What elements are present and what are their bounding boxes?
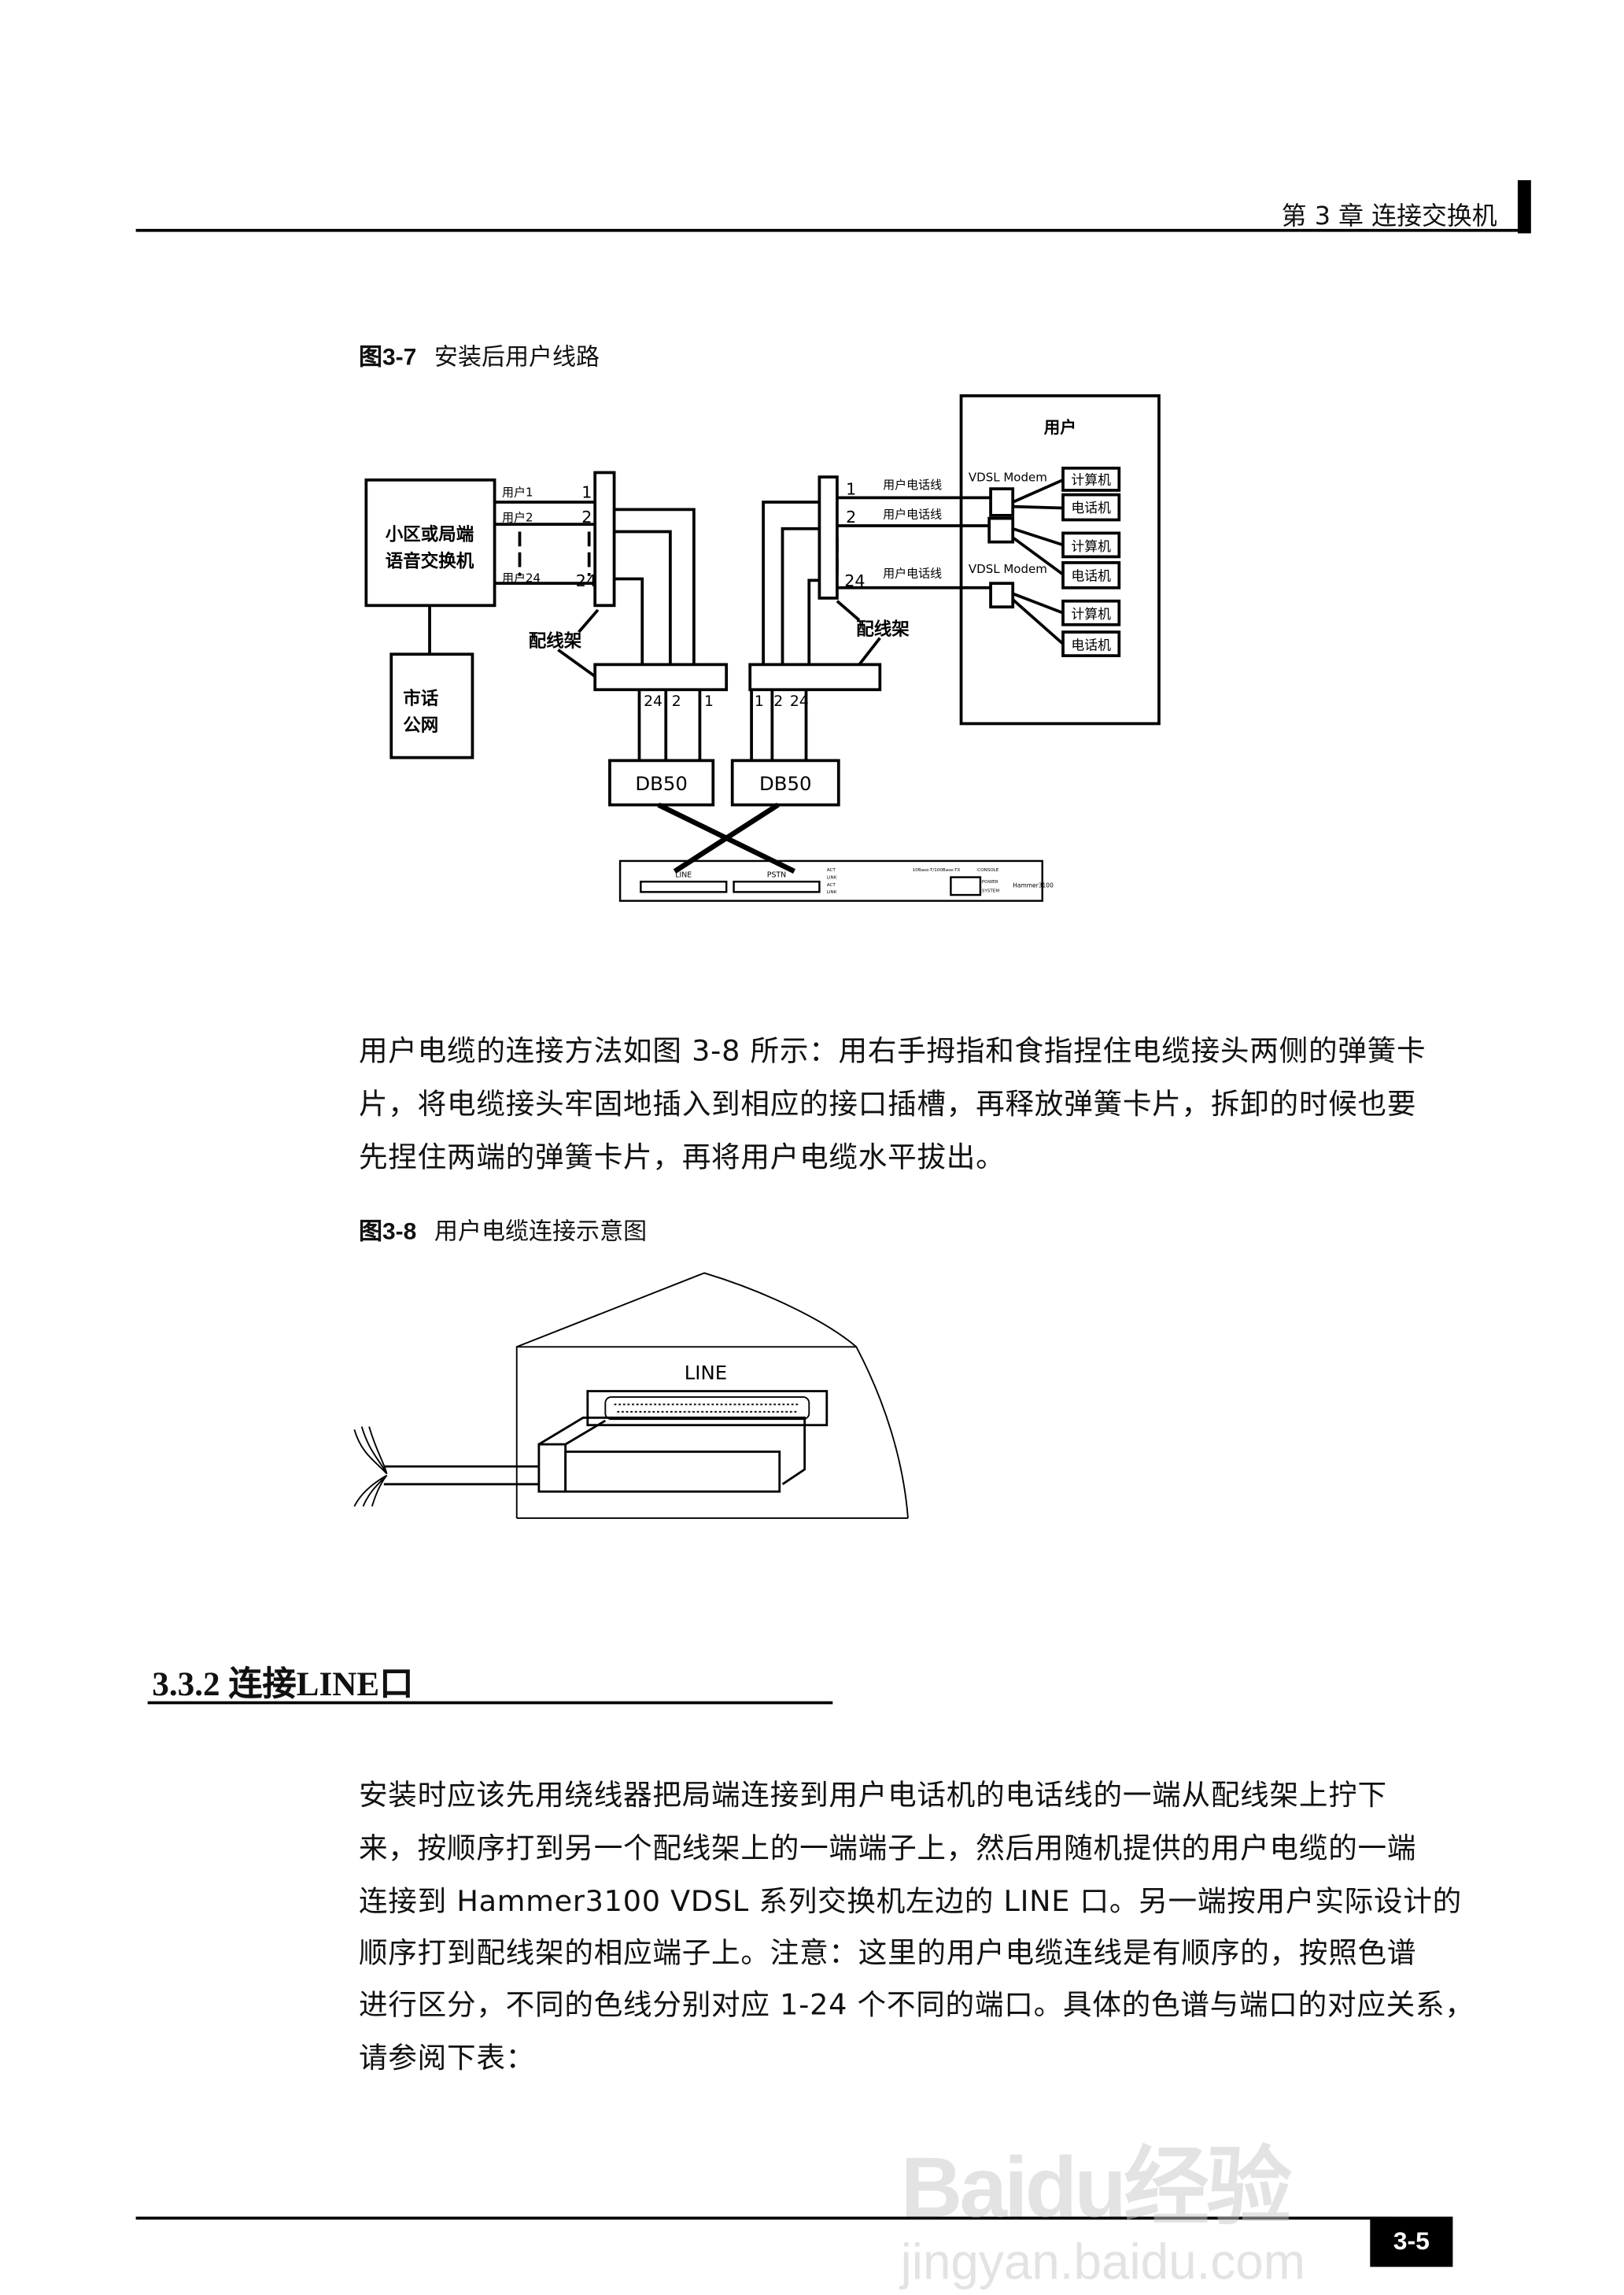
header-rule — [135, 228, 1524, 231]
computer-1: 计算机 — [1071, 471, 1111, 487]
phone-line-24: 用户电话线 — [883, 567, 942, 581]
figure-3-8-diagram: LINE — [353, 1272, 909, 1519]
switch-system-label: SYSTEM — [982, 889, 1000, 893]
switch-pstn-port: PSTN — [767, 871, 786, 880]
user-area-title: 用户 — [1044, 418, 1076, 437]
paragraph-line: 顺序打到配线架的相应端子上。注意：这里的用户电缆连线是有顺序的，按照色谱 — [358, 1935, 1417, 1971]
section-heading: 3.3.2 连接LINE口 — [152, 1665, 414, 1703]
led-link-2: LINK — [827, 890, 837, 895]
right-port-24: 24 — [844, 571, 865, 590]
pstn-label-1: 市话 — [403, 688, 438, 709]
right-port-1: 1 — [846, 480, 856, 499]
db-port-24-left: 24 — [644, 693, 663, 710]
led-act-2: ACT — [827, 883, 836, 888]
telephone-2: 电话机 — [1071, 567, 1111, 583]
paragraph-line: 连接到 Hammer3100 VDSL 系列交换机左边的 LINE 口。另一端按… — [358, 1884, 1462, 1919]
db-port-1-right: 1 — [755, 693, 764, 710]
watermark-logo: Baidu经验 — [900, 2139, 1292, 2236]
exchange-label-2: 语音交换机 — [386, 551, 474, 572]
db-port-2-left: 2 — [672, 693, 681, 710]
switch-model-label: Hammer3100 — [1013, 882, 1054, 889]
switch-panel — [618, 859, 1043, 902]
user-line-1: 用户1 — [502, 485, 533, 499]
loose-wires — [353, 1426, 388, 1507]
modem-label-2: VDSL Modem — [969, 562, 1047, 576]
db50-right — [730, 759, 840, 807]
switch-line-port: LINE — [675, 871, 692, 880]
port-24: 24 — [576, 571, 596, 590]
exchange-label-1: 小区或局端 — [386, 525, 474, 545]
right-port-2: 2 — [846, 508, 856, 527]
right-frame-horizontal — [748, 663, 882, 692]
exchange-box — [364, 478, 496, 608]
telephone-3: 电话机 — [1071, 638, 1111, 653]
port-2: 2 — [581, 508, 592, 527]
db50-right-label: DB50 — [759, 772, 812, 795]
figure-3-7-diagram: 小区或局端 语音交换机 市话 公网 用户1 用户2 用户24 1 2 24 配线… — [364, 394, 1161, 902]
db50-left-label: DB50 — [635, 772, 688, 795]
paragraph-line: 来，按顺序打到另一个配线架上的一端端子上，然后用随机提供的用户电缆的一端 — [358, 1831, 1417, 1865]
user-line-2: 用户2 — [502, 510, 533, 524]
telephone-1: 电话机 — [1071, 500, 1111, 516]
phone-line-2: 用户电话线 — [883, 508, 942, 522]
user-area-box — [959, 394, 1161, 726]
footer-rule — [135, 2216, 1388, 2219]
pstn-label-2: 公网 — [403, 715, 438, 736]
figure-caption-text: 安装后用户线路 — [434, 342, 600, 371]
db-port-1-left: 1 — [704, 693, 714, 710]
paragraph-line: 请参阅下表： — [358, 2041, 536, 2075]
figure-3-7-caption: 图3-7 安装后用户线路 — [359, 337, 600, 372]
running-header: 第 3 章 连接交换机 — [1281, 202, 1497, 232]
switch-power-label: POWER — [982, 880, 998, 885]
figure-label: 图3-7 — [358, 346, 417, 371]
led-act-1: ACT — [827, 868, 836, 873]
left-frame-vertical — [593, 471, 616, 608]
section-rule — [147, 1701, 833, 1705]
switch-eth-label: 10Base-T/100Base-TX — [913, 868, 961, 873]
figure-label: 图3-8 — [358, 1219, 417, 1245]
figure-3-8-caption: 图3-8 用户电缆连接示意图 — [359, 1211, 647, 1247]
db-port-24-right: 24 — [790, 693, 809, 710]
port-1: 1 — [581, 482, 592, 501]
frame-label-right: 配线架 — [856, 619, 910, 640]
paragraph-line: 用户电缆的连接方法如图 3-8 所示：用右手拇指和食指捏住电缆接头两侧的弹簧卡 — [358, 1033, 1427, 1068]
right-frame-vertical — [818, 475, 839, 600]
line-port-label: LINE — [685, 1362, 727, 1384]
paragraph-line: 进行区分，不同的色线分别对应 1-24 个不同的端口。具体的色谱与端口的对应关系… — [358, 1987, 1475, 2022]
modem-label-1: VDSL Modem — [969, 471, 1047, 485]
cable-plug — [383, 1416, 806, 1493]
phone-line-1: 用户电话线 — [883, 478, 942, 492]
pstn-box — [389, 652, 474, 759]
paragraph-line: 片，将电缆接头牢固地插入到相应的接口插槽，再释放弹簧卡片，拆卸的时候也要 — [358, 1087, 1417, 1122]
db-port-2-right: 2 — [773, 693, 783, 710]
user-line-24: 用户24 — [502, 571, 541, 585]
led-link-1: LINK — [827, 875, 837, 880]
left-frame-horizontal — [593, 663, 729, 692]
computer-2: 计算机 — [1071, 538, 1111, 554]
switch-console-label: CONSOLE — [977, 868, 999, 873]
paragraph-line: 先捏住两端的弹簧卡片，再将用户电缆水平拔出。 — [358, 1140, 1006, 1174]
header-bar — [1517, 179, 1531, 234]
line-port-connector — [586, 1390, 829, 1427]
page-number: 3-5 — [1370, 2216, 1453, 2267]
figure-caption-text: 用户电缆连接示意图 — [434, 1217, 648, 1245]
paragraph-line: 安装时应该先用绕线器把局端连接到用户电话机的电话线的一端从配线架上拧下 — [358, 1778, 1387, 1813]
computer-3: 计算机 — [1071, 606, 1111, 622]
frame-label-left: 配线架 — [529, 630, 582, 652]
watermark-url: jingyan.baidu.com — [900, 2234, 1305, 2291]
